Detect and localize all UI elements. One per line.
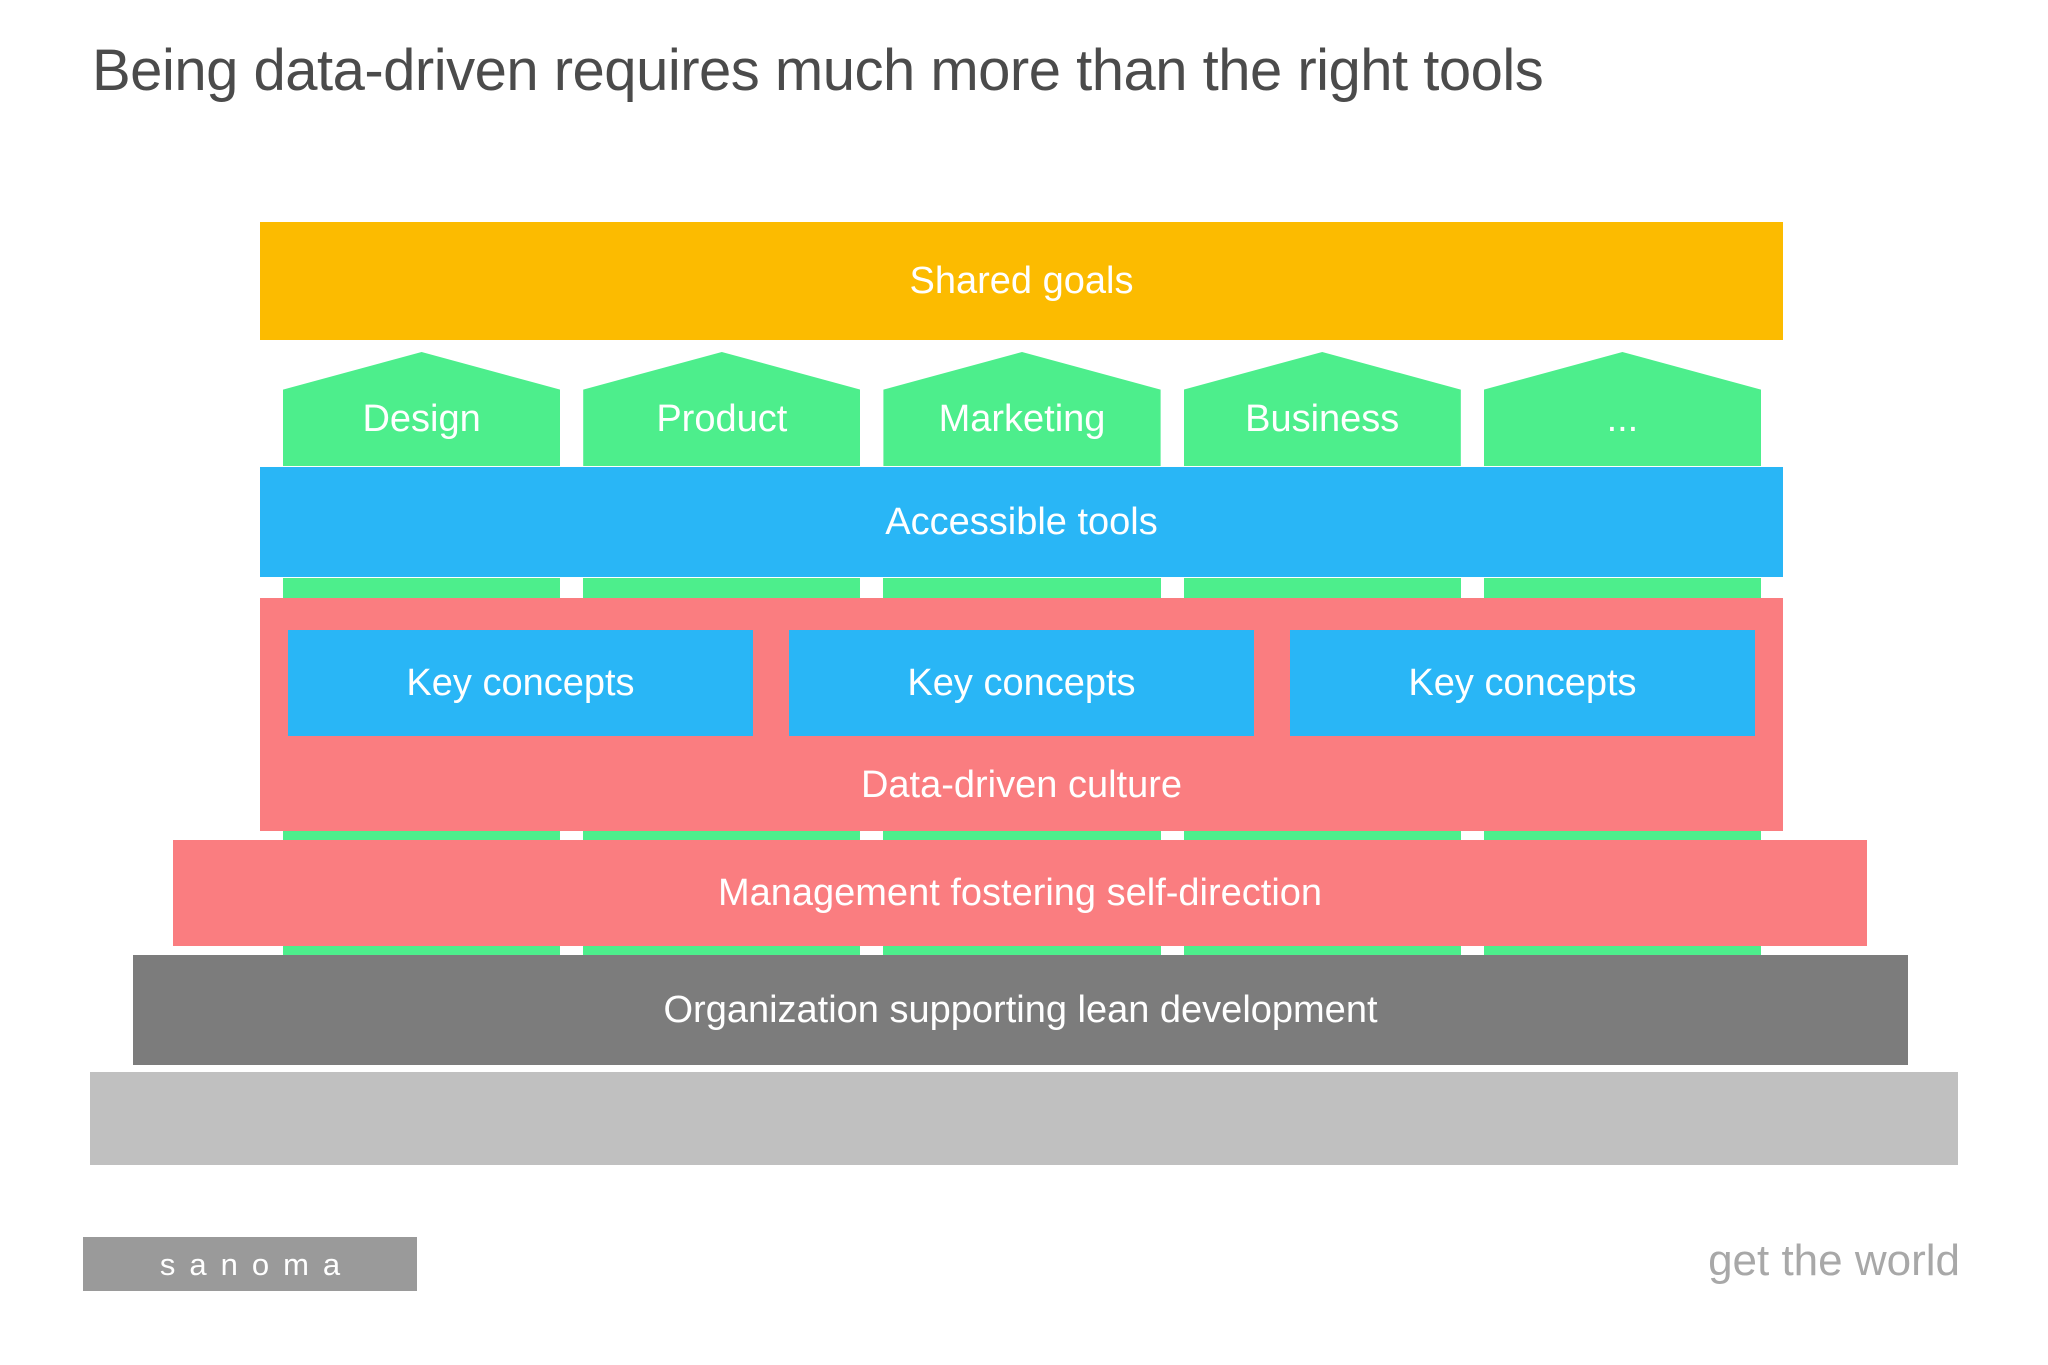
- team-pentagon-product: Product: [583, 352, 861, 466]
- key-concept-box-2: Key concepts: [789, 630, 1254, 736]
- band-base: [90, 1072, 1958, 1165]
- green-strip-segment: [583, 578, 861, 599]
- band-shared-goals-label: Shared goals: [909, 259, 1134, 302]
- band-shared-goals: Shared goals: [260, 222, 1783, 340]
- key-concept-box-3: Key concepts: [1290, 630, 1755, 736]
- key-concept-box-1: Key concepts: [288, 630, 753, 736]
- band-accessible-tools-label: Accessible tools: [885, 500, 1158, 543]
- team-pentagon-business: Business: [1183, 352, 1461, 466]
- key-concepts-row: Key concepts Key concepts Key concepts: [288, 630, 1755, 736]
- key-concept-label: Key concepts: [406, 661, 635, 704]
- team-label-more: ...: [1606, 398, 1639, 440]
- key-concept-label: Key concepts: [1408, 661, 1637, 704]
- team-pentagon-more: ...: [1483, 352, 1762, 466]
- key-concept-label: Key concepts: [907, 661, 1136, 704]
- team-pentagon-design: Design: [283, 352, 561, 466]
- green-strip-segment: [1483, 578, 1761, 599]
- footer-tagline: get the world: [1708, 1236, 1960, 1285]
- team-label-business: Business: [1245, 398, 1400, 440]
- sanoma-logo: sanoma: [83, 1237, 417, 1291]
- team-pentagon-marketing: Marketing: [883, 352, 1161, 466]
- band-management-label: Management fostering self-direction: [717, 871, 1323, 914]
- team-label-marketing: Marketing: [938, 398, 1106, 440]
- green-strip-segment: [283, 578, 561, 599]
- band-accessible-tools: Accessible tools: [260, 467, 1783, 577]
- band-organization-label: Organization supporting lean development: [663, 988, 1378, 1031]
- band-data-driven-culture-label: Data-driven culture: [860, 764, 1183, 806]
- band-data-driven-culture: Key concepts Key concepts Key concepts D…: [260, 598, 1783, 831]
- team-label-product: Product: [656, 398, 788, 440]
- green-strip-segment: [1183, 578, 1461, 599]
- green-connector-strip-top: [283, 578, 1761, 599]
- band-management: Management fostering self-direction: [173, 840, 1867, 946]
- sanoma-logo-text: sanoma: [159, 1246, 355, 1282]
- band-organization: Organization supporting lean development: [133, 955, 1908, 1065]
- green-strip-segment: [883, 578, 1161, 599]
- page-title: Being data-driven requires much more tha…: [92, 38, 1544, 103]
- team-pentagon-row: Design Product Marketing Business ...: [283, 352, 1762, 466]
- team-label-design: Design: [362, 398, 481, 440]
